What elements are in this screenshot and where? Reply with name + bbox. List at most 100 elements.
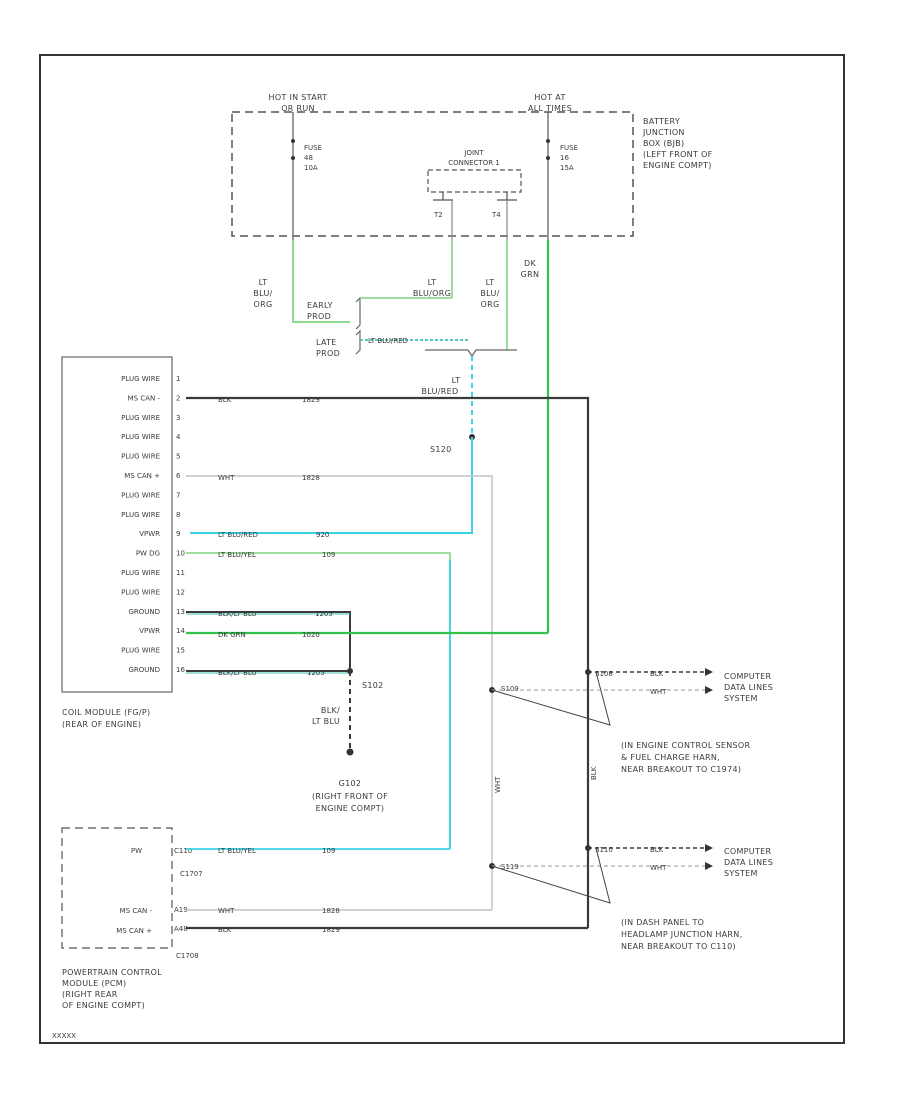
wire-label-circuit-6: 1020	[302, 631, 320, 639]
splice-s119-label: S119	[501, 863, 519, 871]
coil-pin-name-3: PLUG WIRE	[121, 414, 160, 422]
upper-wire-wht: WHT	[650, 688, 667, 696]
wire-label-color-7: BLK/LT BLU	[218, 669, 257, 677]
pcm-name-1: POWERTRAIN CONTROL	[62, 968, 162, 977]
lower-wire-wht: WHT	[650, 864, 667, 872]
upper-computer-label: COMPUTER	[724, 672, 772, 681]
pcm-connector-c1707: C1707	[180, 870, 203, 878]
pcm-pin-num-a19: A19	[174, 906, 188, 914]
wire-label-circuit-4: 109	[322, 551, 335, 559]
coil-pin-name-10: PW DG	[136, 550, 160, 558]
coil-pin-number-5: 5	[176, 453, 180, 461]
svg-text:1828: 1828	[302, 474, 320, 482]
upper-breakout-wedge	[491, 671, 611, 726]
wire-blk-lt-blu-label: BLK/	[321, 706, 340, 715]
wire-label-circuit-7: 1205	[307, 669, 325, 677]
joint-connector-label-2: CONNECTOR 1	[448, 159, 500, 167]
svg-text:COIL MODULE (FG/P)(REAR OF ENG: COIL MODULE (FG/P)(REAR OF ENGINE)	[62, 708, 150, 729]
lower-note-3: NEAR BREAKOUT TO C110)	[621, 942, 736, 951]
wire-label-color-3: LT BLU/RED	[218, 531, 258, 539]
upper-arrow-1	[705, 668, 713, 676]
svg-text:BLK/LT BLU: BLK/LT BLU	[218, 669, 257, 677]
vertical-blk-label: BLK	[590, 766, 598, 780]
svg-text:1020: 1020	[302, 631, 320, 639]
merge-bracket	[425, 349, 517, 358]
svg-text:LT BLU/YEL: LT BLU/YEL	[218, 551, 256, 559]
pcm-wire-label-1: LT BLU/YEL	[218, 847, 256, 855]
coil-pin-number-2: 2	[176, 394, 180, 402]
fuse-16-number: 16	[560, 154, 569, 162]
coil-pin-number-12: 12	[176, 588, 185, 596]
ground-g102-label: G102	[339, 779, 362, 788]
wire-dk-grn-top-label: DK	[524, 259, 536, 268]
pcm-name-3: (RIGHT REAR	[62, 990, 118, 999]
svg-text:WHT: WHT	[218, 474, 235, 482]
hot-at-all-times-label: HOT AT	[534, 93, 565, 102]
fuse-16-rating: 15A	[560, 164, 574, 172]
upper-wire-blk: BLK	[650, 670, 664, 678]
coil-pin-name-5: PLUG WIRE	[121, 453, 160, 461]
upper-note-1: (IN ENGINE CONTROL SENSOR	[621, 741, 750, 750]
bjb-name-5: ENGINE COMPT)	[643, 161, 712, 170]
coil-pin-name-8: PLUG WIRE	[121, 511, 160, 519]
pcm-wire-circuit-3: 1829	[322, 926, 340, 934]
pcm-name-4: OF ENGINE COMPT)	[62, 1001, 145, 1010]
svg-text:DK GRN: DK GRN	[218, 631, 246, 639]
bjb-name-2: JUNCTION	[642, 128, 685, 137]
fuse-16-terminal	[546, 139, 550, 143]
wire-label-color-2: WHT	[218, 474, 235, 482]
wire-label-circuit-5: 1205	[315, 610, 333, 618]
diagram-border	[39, 54, 845, 1044]
wire-lt-blu-red-vert-label: LT	[452, 376, 461, 385]
upper-arrow-2	[705, 686, 713, 694]
fuse-48-label: FUSE	[304, 144, 322, 152]
upper-note-2: & FUEL CHARGE HARN,	[621, 753, 720, 762]
splice-s102-label: S102	[362, 681, 384, 690]
svg-text:(IN ENGINE CONTROL SENSOR& FUE: (IN ENGINE CONTROL SENSOR & FUEL CHARGE H…	[621, 741, 750, 774]
late-prod-label: LATE	[316, 338, 337, 347]
coil-pin-name-11: PLUG WIRE	[121, 569, 160, 577]
wire-lt-blu-org-left-label: LT	[259, 278, 268, 287]
wire-label-color-4: LT BLU/YEL	[218, 551, 256, 559]
early-prod-label: EARLY	[307, 301, 333, 310]
coil-pin-name-1: PLUG WIRE	[121, 375, 160, 383]
wire-label-circuit-3: 920	[316, 531, 329, 539]
splice-s109-label: S109	[501, 685, 519, 693]
ground-g102-location: (RIGHT FRONT OF	[312, 792, 388, 801]
hot-at-all-times-label-2: ALL TIMES	[528, 104, 572, 113]
wire-wht-ms-can-plus	[186, 475, 493, 910]
coil-pin-name-16: GROUND	[128, 666, 160, 674]
svg-text:1205: 1205	[307, 669, 325, 677]
lower-note-1: (IN DASH PANEL TO	[621, 918, 704, 927]
ground-g102	[346, 748, 354, 756]
pcm-name-2: MODULE (PCM)	[62, 979, 126, 988]
coil-pin-name-12: PLUG WIRE	[121, 588, 160, 596]
lower-arrow-2	[705, 862, 713, 870]
vertical-wht-label: WHT	[494, 776, 502, 793]
coil-wire-labels: BLK 1829 WHT 1828 LT BLU/RED 920 LT BLU/…	[218, 396, 335, 677]
svg-text:BLK/LT BLU: BLK/LT BLU	[218, 610, 257, 618]
lower-wire-blk: BLK	[650, 846, 664, 854]
wire-label-color-5: BLK/LT BLU	[218, 610, 257, 618]
coil-pin-number-11: 11	[176, 569, 185, 577]
pcm-pin-pw: PW	[131, 847, 142, 855]
pcm-pin-num-c110: C110	[174, 847, 192, 855]
coil-pin-number-16: 16	[176, 666, 185, 674]
svg-text:1205: 1205	[315, 610, 333, 618]
lower-computer-label: COMPUTER	[724, 847, 772, 856]
wire-label-color-6: DK GRN	[218, 631, 246, 639]
